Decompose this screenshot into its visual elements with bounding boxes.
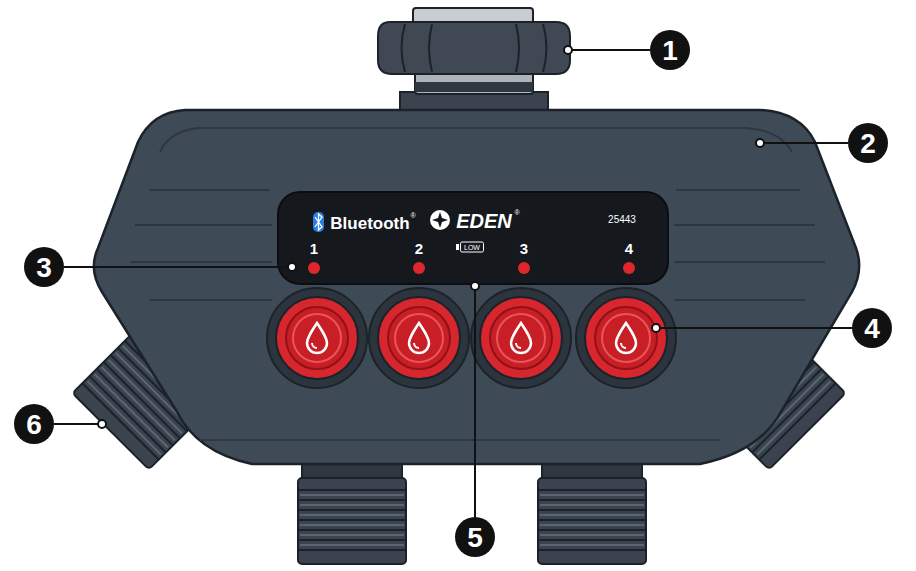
brand-text: Bluetooth	[330, 215, 409, 232]
battery-indicator: LOW	[460, 242, 484, 253]
callout-number: 5	[467, 524, 483, 552]
callout-number: 1	[662, 37, 678, 65]
registered-mark: ®	[410, 212, 415, 219]
channel-number: 1	[310, 241, 318, 256]
channel-number: 3	[520, 241, 528, 256]
model-number: 25443	[608, 215, 636, 225]
channel-number: 2	[415, 241, 423, 256]
callout-number: 4	[864, 315, 880, 343]
callout-number: 2	[860, 130, 876, 158]
callout-number: 3	[36, 254, 52, 282]
logo-text: EDEN	[456, 211, 512, 231]
channel-number: 4	[625, 241, 633, 256]
callout-number: 6	[26, 411, 42, 439]
registered-mark: ®	[514, 209, 519, 216]
